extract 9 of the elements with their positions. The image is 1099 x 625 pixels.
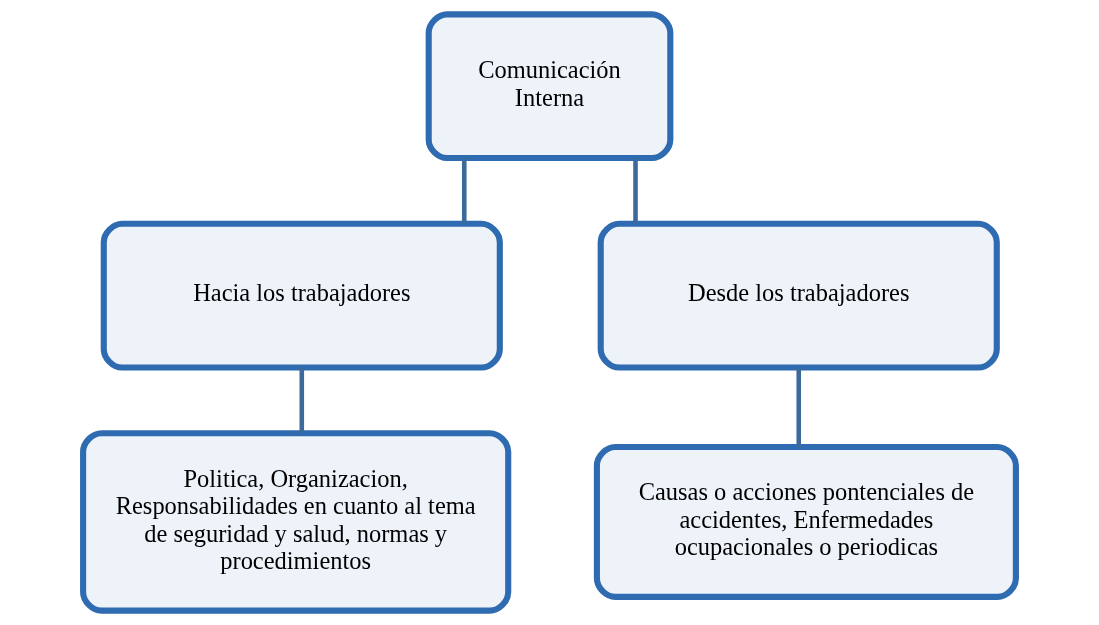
connector bbox=[461, 158, 467, 224]
node-box: Comunicación Interna bbox=[425, 11, 674, 162]
connector bbox=[796, 367, 802, 447]
node-box: Desde los trabajadores bbox=[597, 220, 1000, 371]
node-box: Hacia los trabajadores bbox=[100, 220, 503, 371]
connector bbox=[633, 158, 638, 224]
node-box: Causas o acciones pontenciales de accidentes, Enfermedades ocupacionales o periodicas bbox=[593, 444, 1019, 600]
connector bbox=[299, 367, 305, 433]
node-box: Politica, Organizacion, Responsabilidades en cuanto al tema de seguridad y salud, normas y procedimientos bbox=[80, 430, 512, 614]
